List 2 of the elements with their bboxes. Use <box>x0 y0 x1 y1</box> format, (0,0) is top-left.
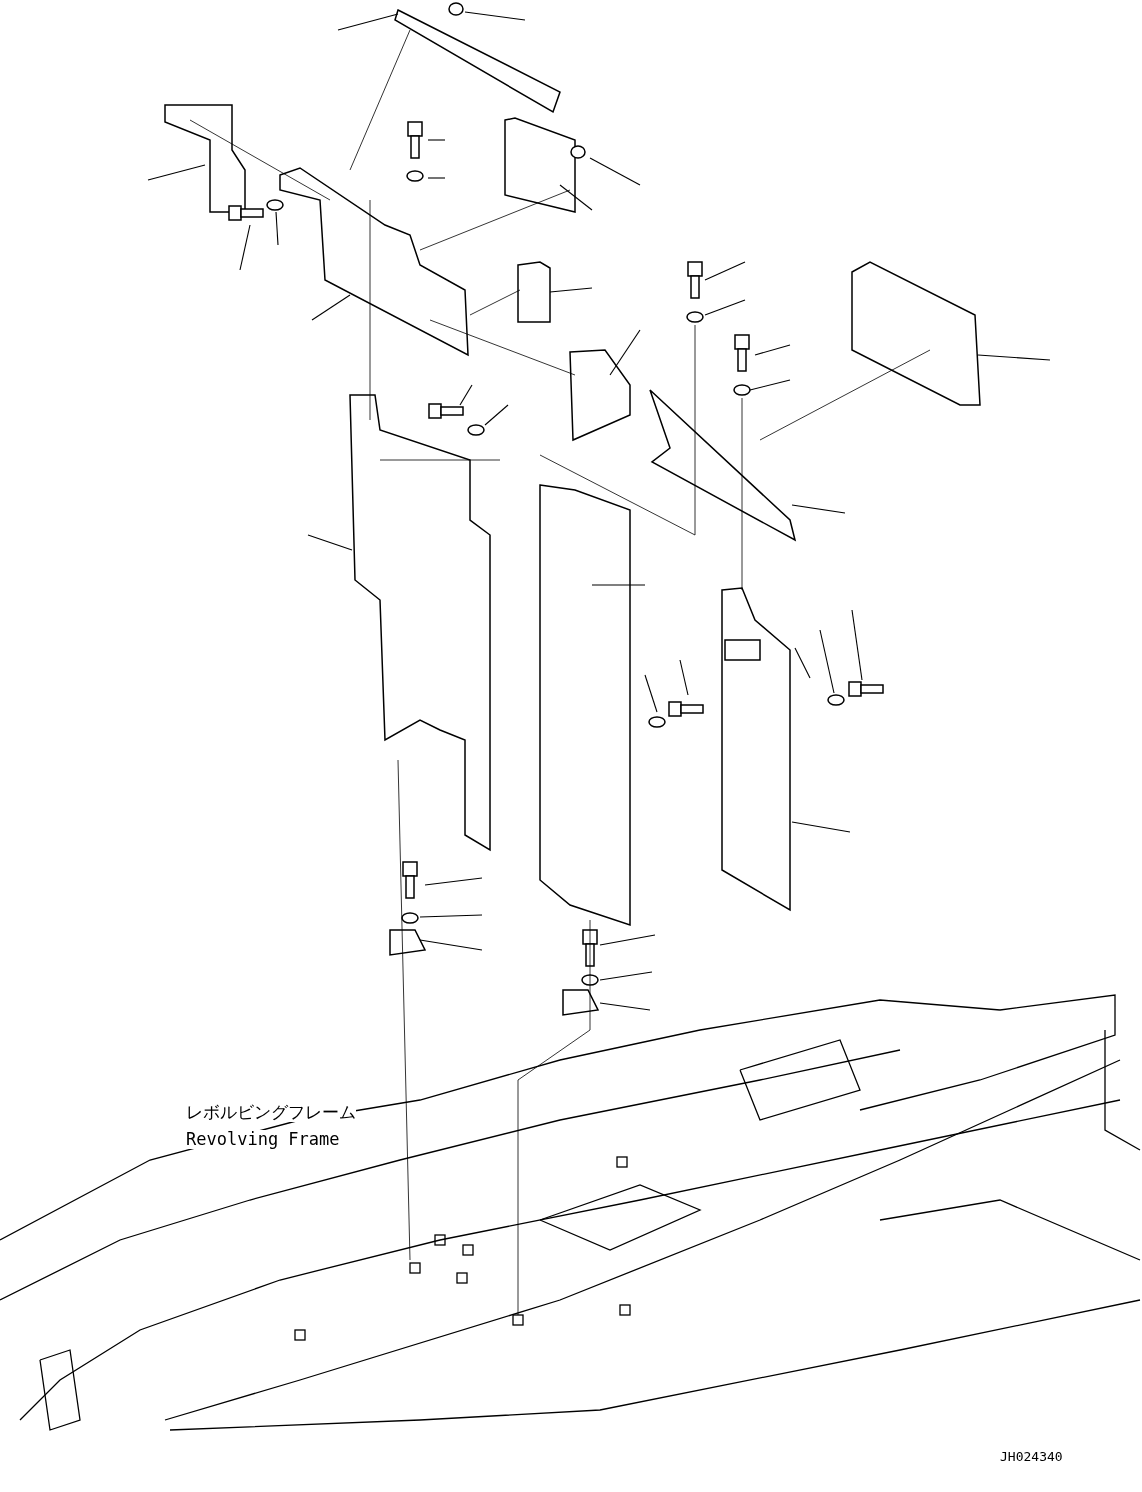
frame-name-japanese: レボルビングフレーム <box>186 1103 356 1122</box>
frame-name-english: Revolving Frame <box>186 1130 340 1149</box>
